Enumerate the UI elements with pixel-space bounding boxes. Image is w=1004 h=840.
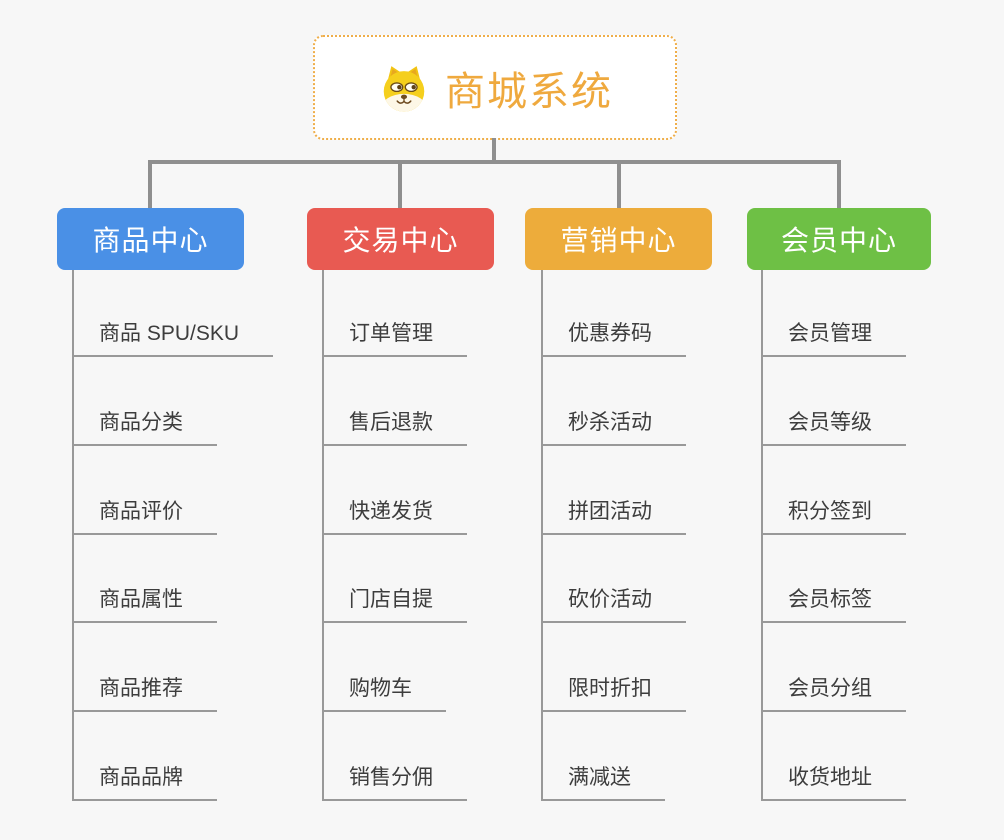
branch-label: 营销中心 <box>560 225 677 256</box>
connector-drop-marketing <box>617 160 621 208</box>
branch-spine <box>761 270 763 801</box>
branch-node-product-center[interactable]: 商品中心 <box>57 208 244 270</box>
leaf-node[interactable]: 积分签到 <box>761 500 906 535</box>
leaf-node[interactable]: 购物车 <box>322 677 446 712</box>
branch-label: 会员中心 <box>780 225 897 256</box>
connector-drop-product <box>148 160 152 208</box>
leaf-node[interactable]: 商品品牌 <box>72 766 217 801</box>
dog-icon <box>377 61 431 115</box>
connector-bus <box>148 160 841 164</box>
leaf-node[interactable]: 会员标签 <box>761 588 906 623</box>
leaf-node[interactable]: 会员分组 <box>761 677 906 712</box>
branch-node-marketing-center[interactable]: 营销中心 <box>525 208 712 270</box>
leaf-node[interactable]: 商品推荐 <box>72 677 217 712</box>
leaf-node[interactable]: 限时折扣 <box>541 677 686 712</box>
leaf-node[interactable]: 会员等级 <box>761 411 906 446</box>
leaf-node[interactable]: 满减送 <box>541 766 665 801</box>
branch-node-member-center[interactable]: 会员中心 <box>747 208 931 270</box>
leaf-node[interactable]: 收货地址 <box>761 766 906 801</box>
leaf-node[interactable]: 优惠券码 <box>541 322 686 357</box>
branch-column-product: 商品 SPU/SKU 商品分类 商品评价 商品属性 商品推荐 商品品牌 <box>72 270 352 810</box>
leaf-node[interactable]: 砍价活动 <box>541 588 686 623</box>
leaf-node[interactable]: 商品评价 <box>72 500 217 535</box>
branch-column-trade: 订单管理 售后退款 快递发货 门店自提 购物车 销售分佣 <box>322 270 602 810</box>
branch-column-marketing: 优惠券码 秒杀活动 拼团活动 砍价活动 限时折扣 满减送 <box>541 270 821 810</box>
leaf-node[interactable]: 销售分佣 <box>322 766 467 801</box>
leaf-node[interactable]: 门店自提 <box>322 588 467 623</box>
leaf-node[interactable]: 会员管理 <box>761 322 906 357</box>
leaf-node[interactable]: 拼团活动 <box>541 500 686 535</box>
leaf-node[interactable]: 秒杀活动 <box>541 411 686 446</box>
branch-spine <box>72 270 74 801</box>
connector-root-stub <box>492 138 496 162</box>
branch-node-trade-center[interactable]: 交易中心 <box>307 208 494 270</box>
branch-label: 交易中心 <box>342 225 459 256</box>
branch-column-member: 会员管理 会员等级 积分签到 会员标签 会员分组 收货地址 <box>761 270 1004 810</box>
branch-label: 商品中心 <box>92 225 209 256</box>
root-title: 商城系统 <box>445 69 613 114</box>
connector-drop-member <box>837 160 841 208</box>
leaf-node[interactable]: 售后退款 <box>322 411 467 446</box>
branch-spine <box>322 270 324 801</box>
connector-drop-trade <box>398 160 402 208</box>
leaf-node[interactable]: 商品分类 <box>72 411 217 446</box>
leaf-node[interactable]: 快递发货 <box>322 500 467 535</box>
leaf-node[interactable]: 订单管理 <box>322 322 467 357</box>
leaf-node[interactable]: 商品属性 <box>72 588 217 623</box>
leaf-node[interactable]: 商品 SPU/SKU <box>72 322 274 357</box>
root-node-mall-system[interactable]: 商城系统 <box>313 35 677 140</box>
branch-spine <box>541 270 543 801</box>
